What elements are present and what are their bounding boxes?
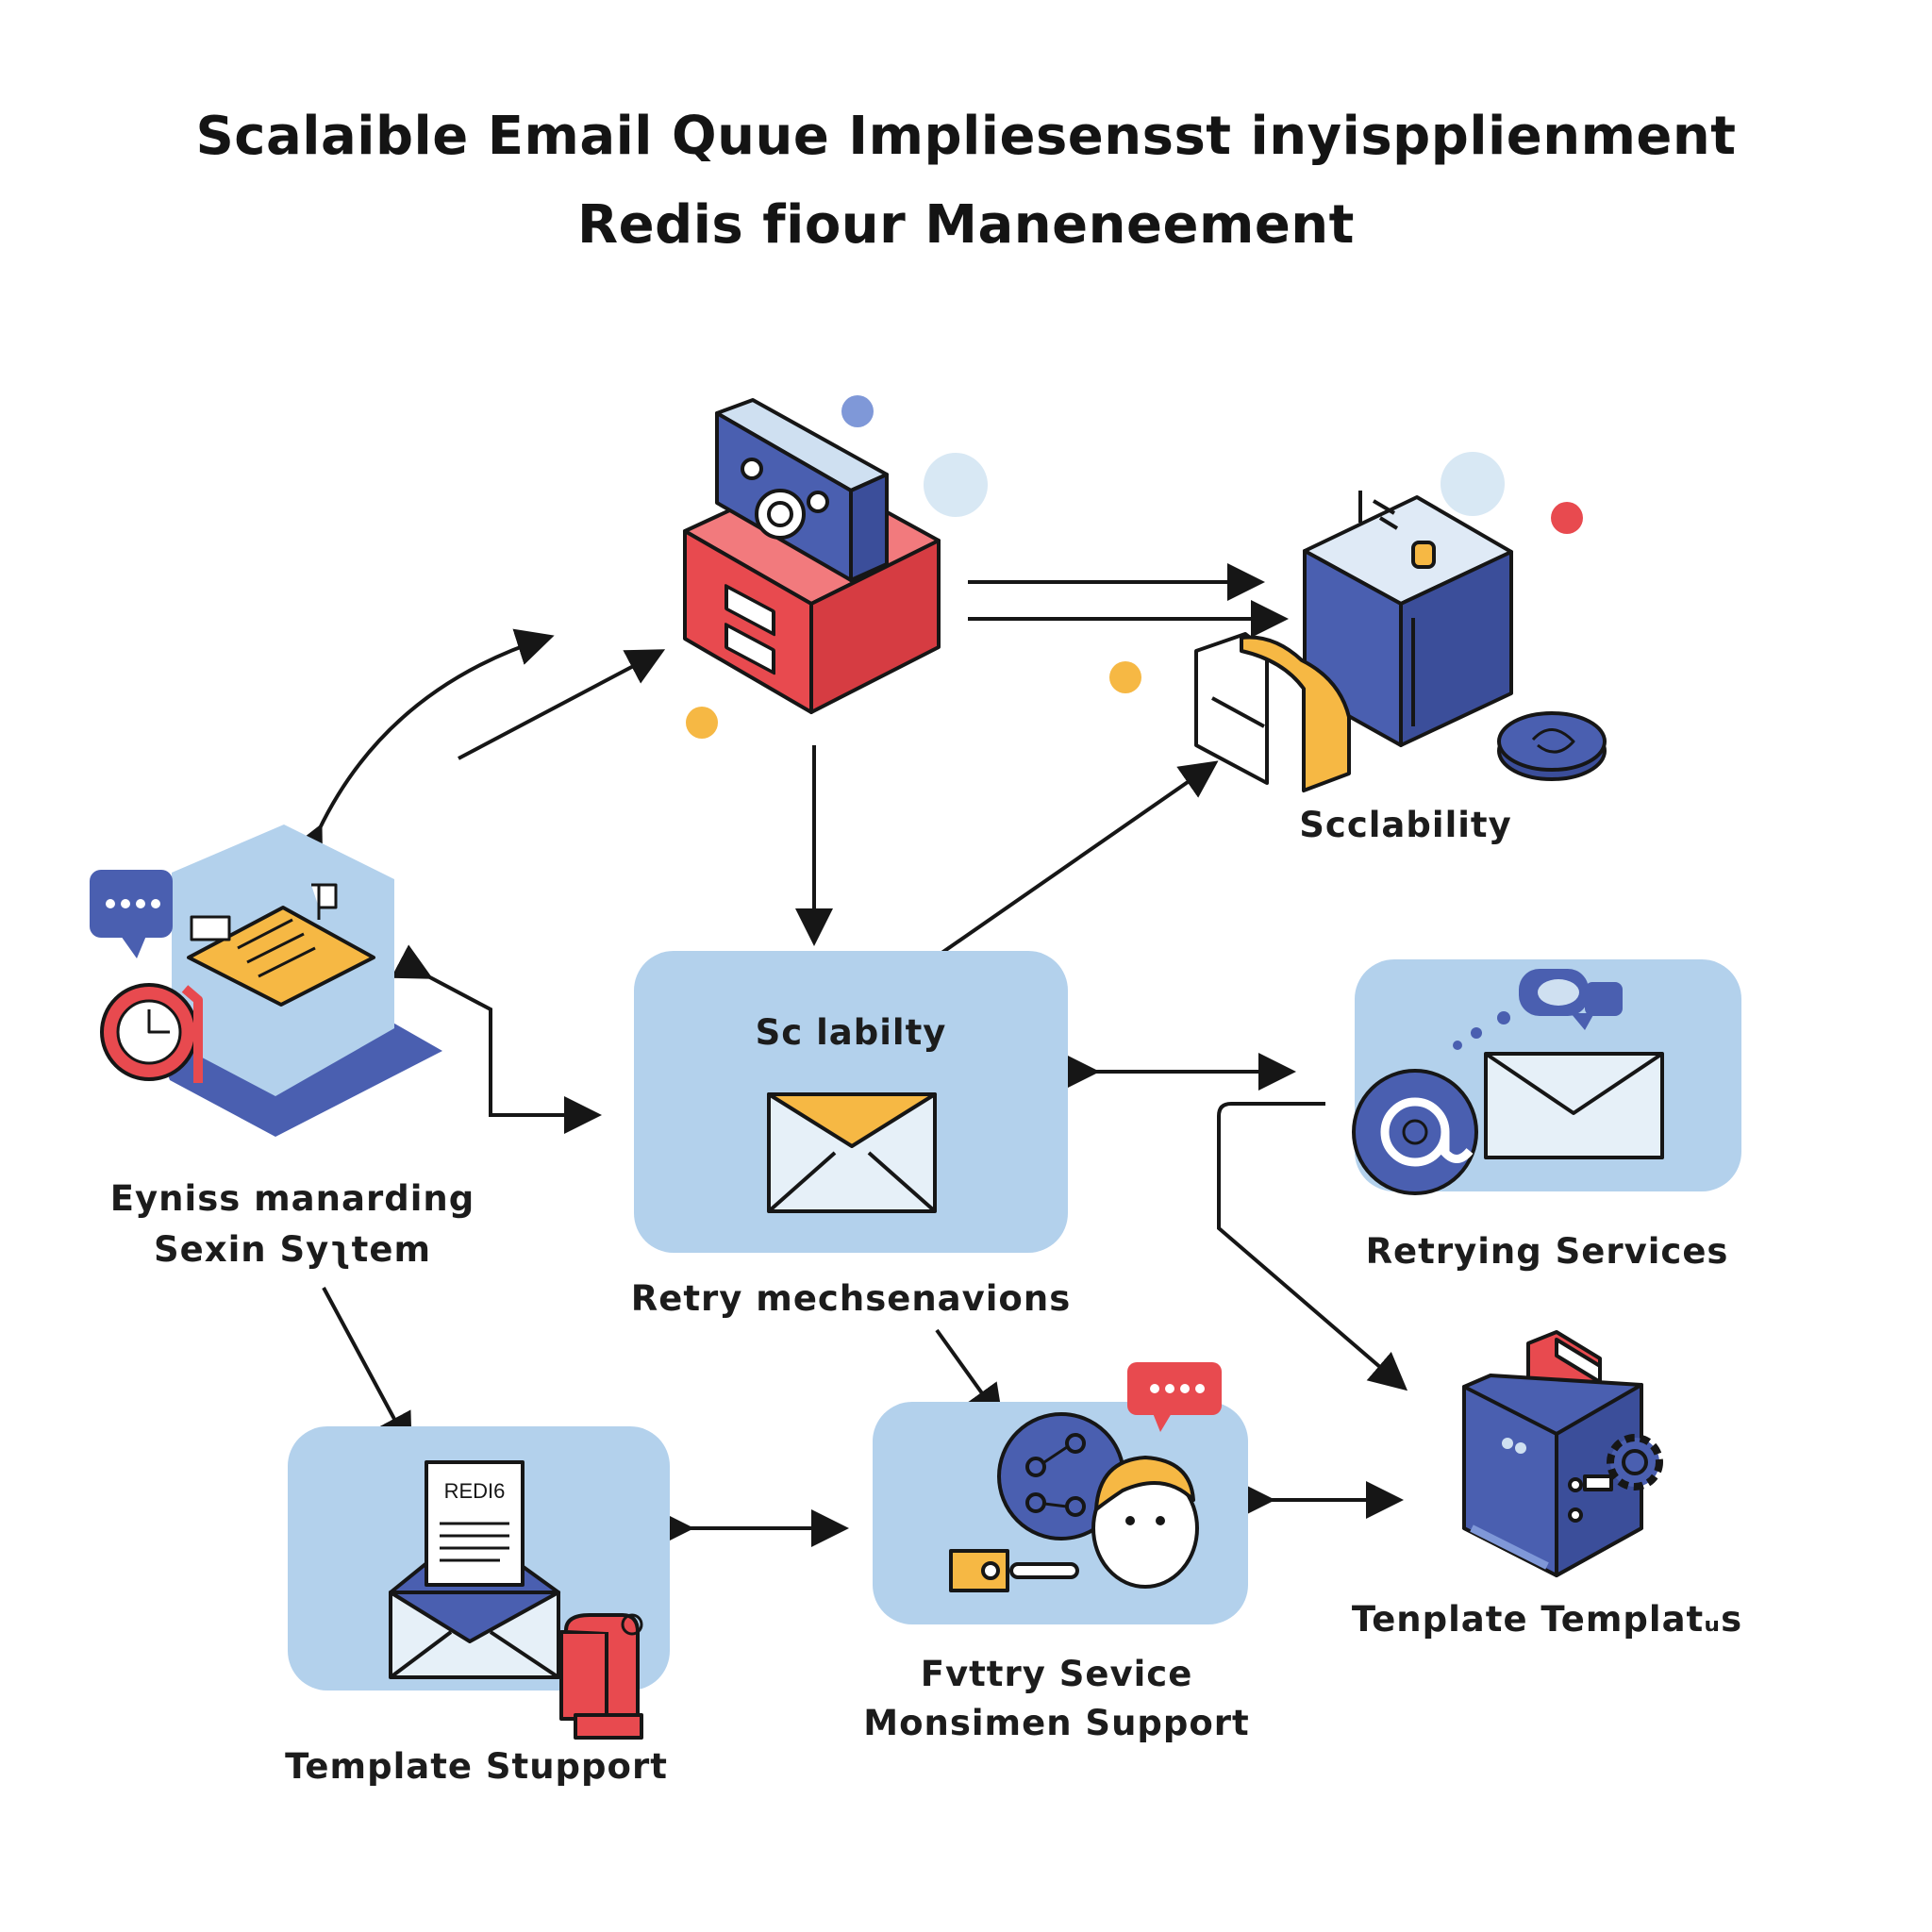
central-panel-title: Sc labilty xyxy=(755,1012,947,1053)
connector-branch-retrying-template xyxy=(1217,1102,1408,1391)
monitoring-panel xyxy=(873,1362,1248,1624)
connector-left-to-central xyxy=(391,944,602,1134)
node-label-retry-mechanisms: Retry mechsenavions xyxy=(630,1278,1072,1319)
dot-yellow xyxy=(686,707,718,739)
node-label-monitoring-line1: Fvttry Sevice xyxy=(920,1654,1193,1694)
network-node-icon xyxy=(997,1412,1125,1541)
node-label-monitoring-line2: Monsimen Support xyxy=(863,1703,1250,1743)
template-support-panel xyxy=(288,1426,670,1740)
at-sign-icon xyxy=(1352,1069,1478,1195)
stamp-icon xyxy=(559,1613,643,1740)
central-panel xyxy=(634,951,1068,1253)
document-envelope-icon xyxy=(389,1460,560,1679)
storage-cube-icon xyxy=(1194,491,1607,792)
user-avatar-icon xyxy=(1091,1456,1199,1589)
connectors xyxy=(289,563,1408,1547)
connector-left-to-template-support xyxy=(322,1287,412,1453)
chat-bubble-icon xyxy=(90,870,173,958)
email-icon xyxy=(1484,1052,1664,1159)
dot-pale xyxy=(924,453,988,517)
dot-yellow xyxy=(1109,661,1141,693)
email-icon xyxy=(767,1092,937,1213)
database-server-icon xyxy=(683,398,941,714)
node-label-scalability: Scclability xyxy=(1299,805,1512,845)
node-label-retrying-services: Retrying Services xyxy=(1365,1231,1729,1272)
decorative-dots xyxy=(686,395,1583,739)
retrying-services-panel xyxy=(1352,959,1741,1195)
book-gear-icon xyxy=(1462,1330,1663,1577)
dot-blue xyxy=(841,395,874,427)
node-label-template-support: Template Stupport xyxy=(285,1746,668,1787)
key-tag-icon xyxy=(949,1549,1079,1592)
document-text: REDI6 xyxy=(444,1479,506,1503)
node-label-email-system-line2: Sexin Syʅtem xyxy=(154,1229,431,1270)
connector-left-to-db-curved xyxy=(289,628,555,866)
dot-pale xyxy=(1441,452,1505,516)
clock-icon xyxy=(100,983,203,1083)
connector-left-to-db xyxy=(458,649,666,760)
email-sending-system-icon xyxy=(90,824,442,1137)
node-label-template-templates: Tenplate Templatᵤs xyxy=(1351,1599,1743,1640)
diagram-title-line-1: Scalaible Email Quue Impliesensst inyisp… xyxy=(195,106,1737,167)
node-label-email-system-line1: Eyniss manarding xyxy=(109,1178,475,1219)
connector-central-to-storage xyxy=(892,760,1219,988)
chat-bubble-icon xyxy=(1127,1362,1222,1432)
chat-bubble-icon xyxy=(1453,969,1623,1050)
diagram-title-line-2: Redis fiour Maneneement xyxy=(577,194,1355,256)
dot-red xyxy=(1551,502,1583,534)
